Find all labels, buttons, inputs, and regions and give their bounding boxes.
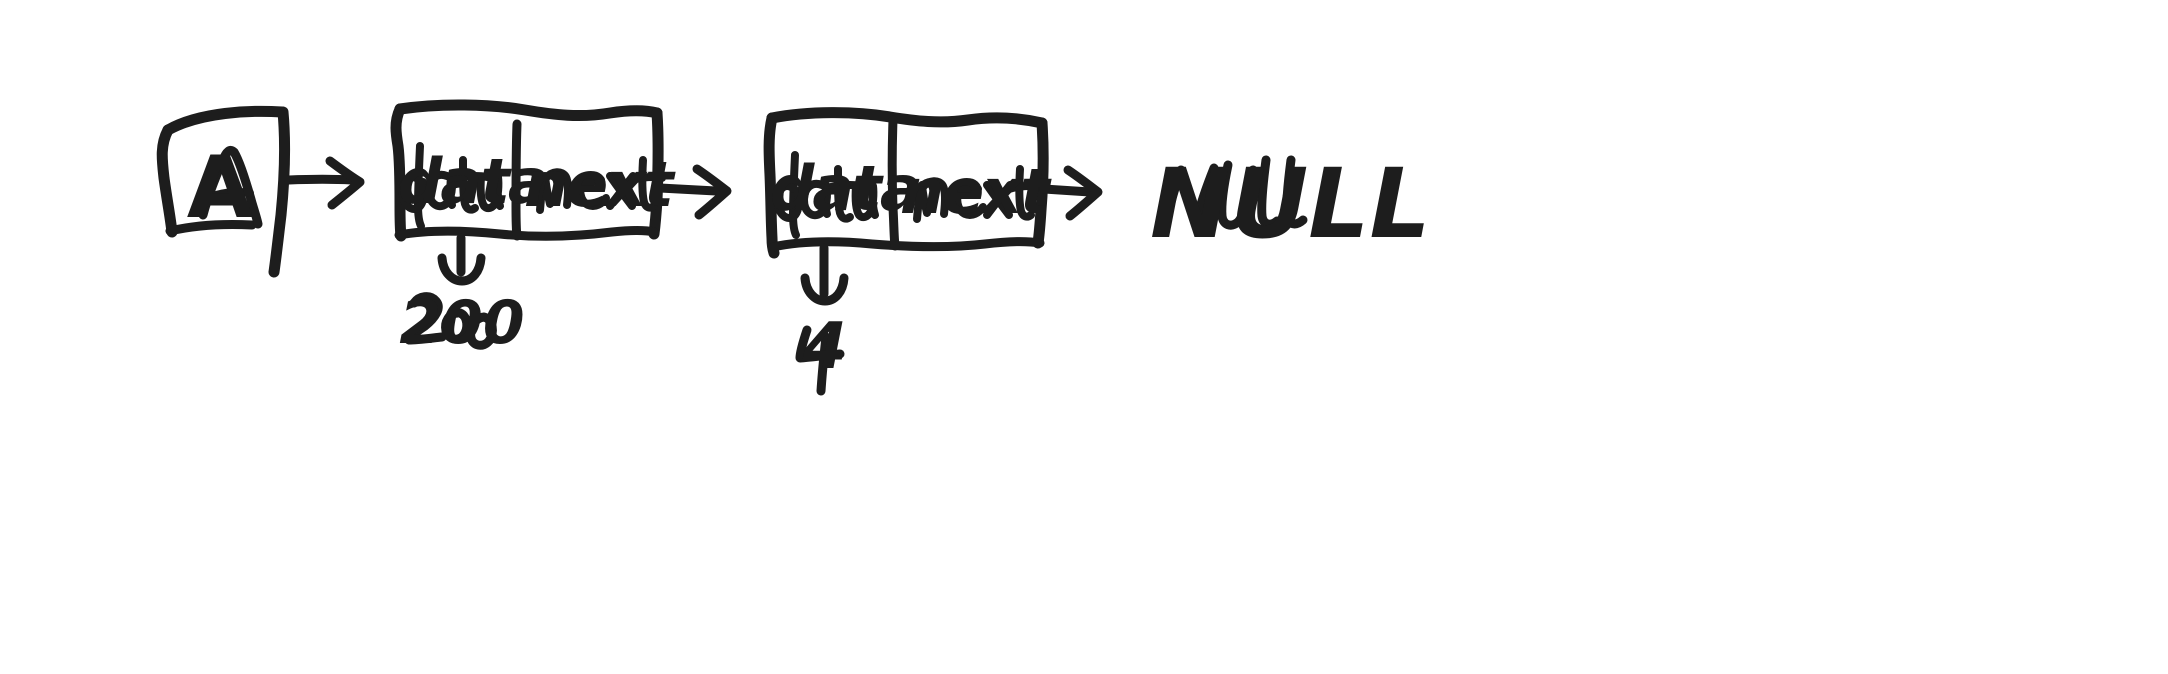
null-terminator xyxy=(1160,155,1308,230)
head-pointer-box[interactable] xyxy=(156,105,290,278)
node-1-next-label xyxy=(536,156,666,214)
node-1-data-label xyxy=(398,142,504,230)
arrow-node2-to-null xyxy=(1039,165,1103,221)
node-2-box[interactable] xyxy=(763,107,1049,259)
head-box-label xyxy=(198,145,263,229)
node-2-value xyxy=(795,325,845,396)
node-1-box[interactable] xyxy=(390,99,664,242)
arrow-head-to-node1 xyxy=(284,156,365,210)
node-1-value xyxy=(404,292,497,350)
arrow-node1-to-node2 xyxy=(655,164,732,220)
node-2-next-label xyxy=(913,165,1043,223)
node-2-data-label xyxy=(773,151,879,239)
node-2-value-arrow xyxy=(800,243,849,306)
node-1-value-arrow xyxy=(437,233,486,286)
